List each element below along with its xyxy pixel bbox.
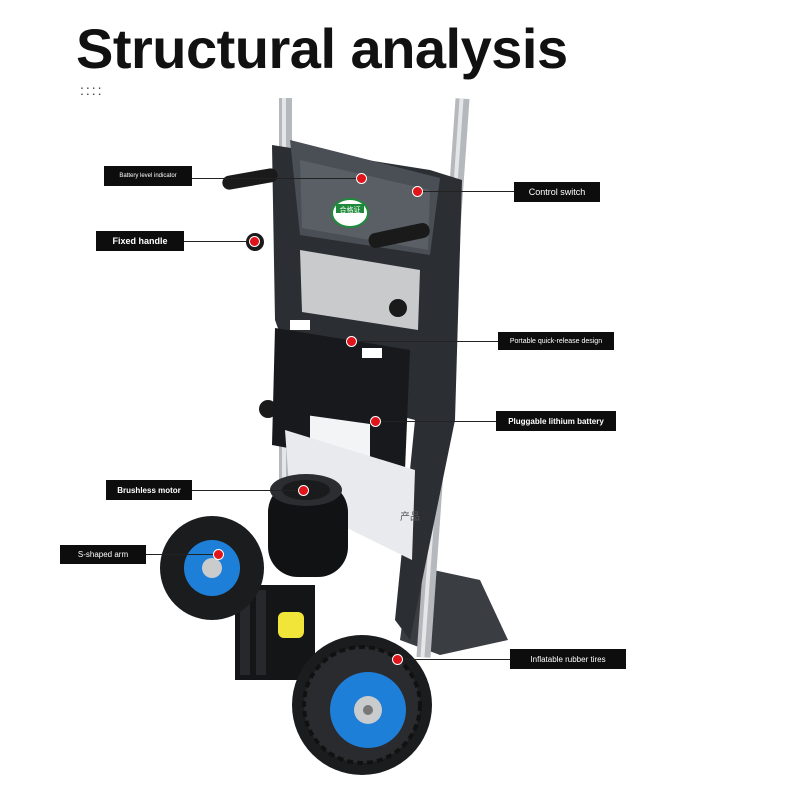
callout-pluggable-lithium-battery: Pluggable lithium battery (496, 411, 616, 431)
leader-line-s-shaped-arm (146, 554, 218, 555)
marker-control-switch (412, 186, 423, 197)
marker-fixed-handle (249, 236, 260, 247)
motor-body (268, 482, 348, 577)
roller-lower (278, 612, 304, 638)
callout-control-switch: Control switch (514, 182, 600, 202)
leader-line-brushless-motor (192, 490, 302, 491)
leader-line-battery-level-indicator (192, 178, 360, 179)
marker-battery-level-indicator (356, 173, 367, 184)
battery-pack (272, 328, 410, 470)
leader-line-portable-quick-release-design (352, 341, 498, 342)
callout-portable-quick-release-design: Portable quick-release design (498, 332, 614, 350)
leader-line-fixed-handle (184, 241, 254, 242)
title-decoration: :::: (80, 82, 104, 98)
marker-s-shaped-arm (213, 549, 224, 560)
left-grip (222, 168, 278, 190)
marker-brushless-motor (298, 485, 309, 496)
callout-brushless-motor: Brushless motor (106, 480, 192, 500)
certificate-badge-text: 合格证 (340, 205, 361, 214)
marker-pluggable-lithium-battery (370, 416, 381, 427)
page-title: Structural analysis (76, 17, 568, 80)
right-grip (368, 223, 430, 248)
leader-line-control-switch (418, 191, 514, 192)
callout-inflatable-rubber-tires: Inflatable rubber tires (510, 649, 626, 669)
marker-portable-quick-release-design (346, 336, 357, 347)
lower-panel (285, 430, 415, 560)
leader-line-pluggable-lithium-battery (376, 421, 496, 422)
callout-s-shaped-arm: S-shaped arm (60, 545, 146, 564)
callout-fixed-handle: Fixed handle (96, 231, 184, 251)
marker-inflatable-rubber-tires (392, 654, 403, 665)
lower-panel-text: 产品 (400, 510, 420, 523)
callout-battery-level-indicator: Battery level indicator (104, 166, 192, 186)
leader-line-inflatable-rubber-tires (398, 659, 510, 660)
